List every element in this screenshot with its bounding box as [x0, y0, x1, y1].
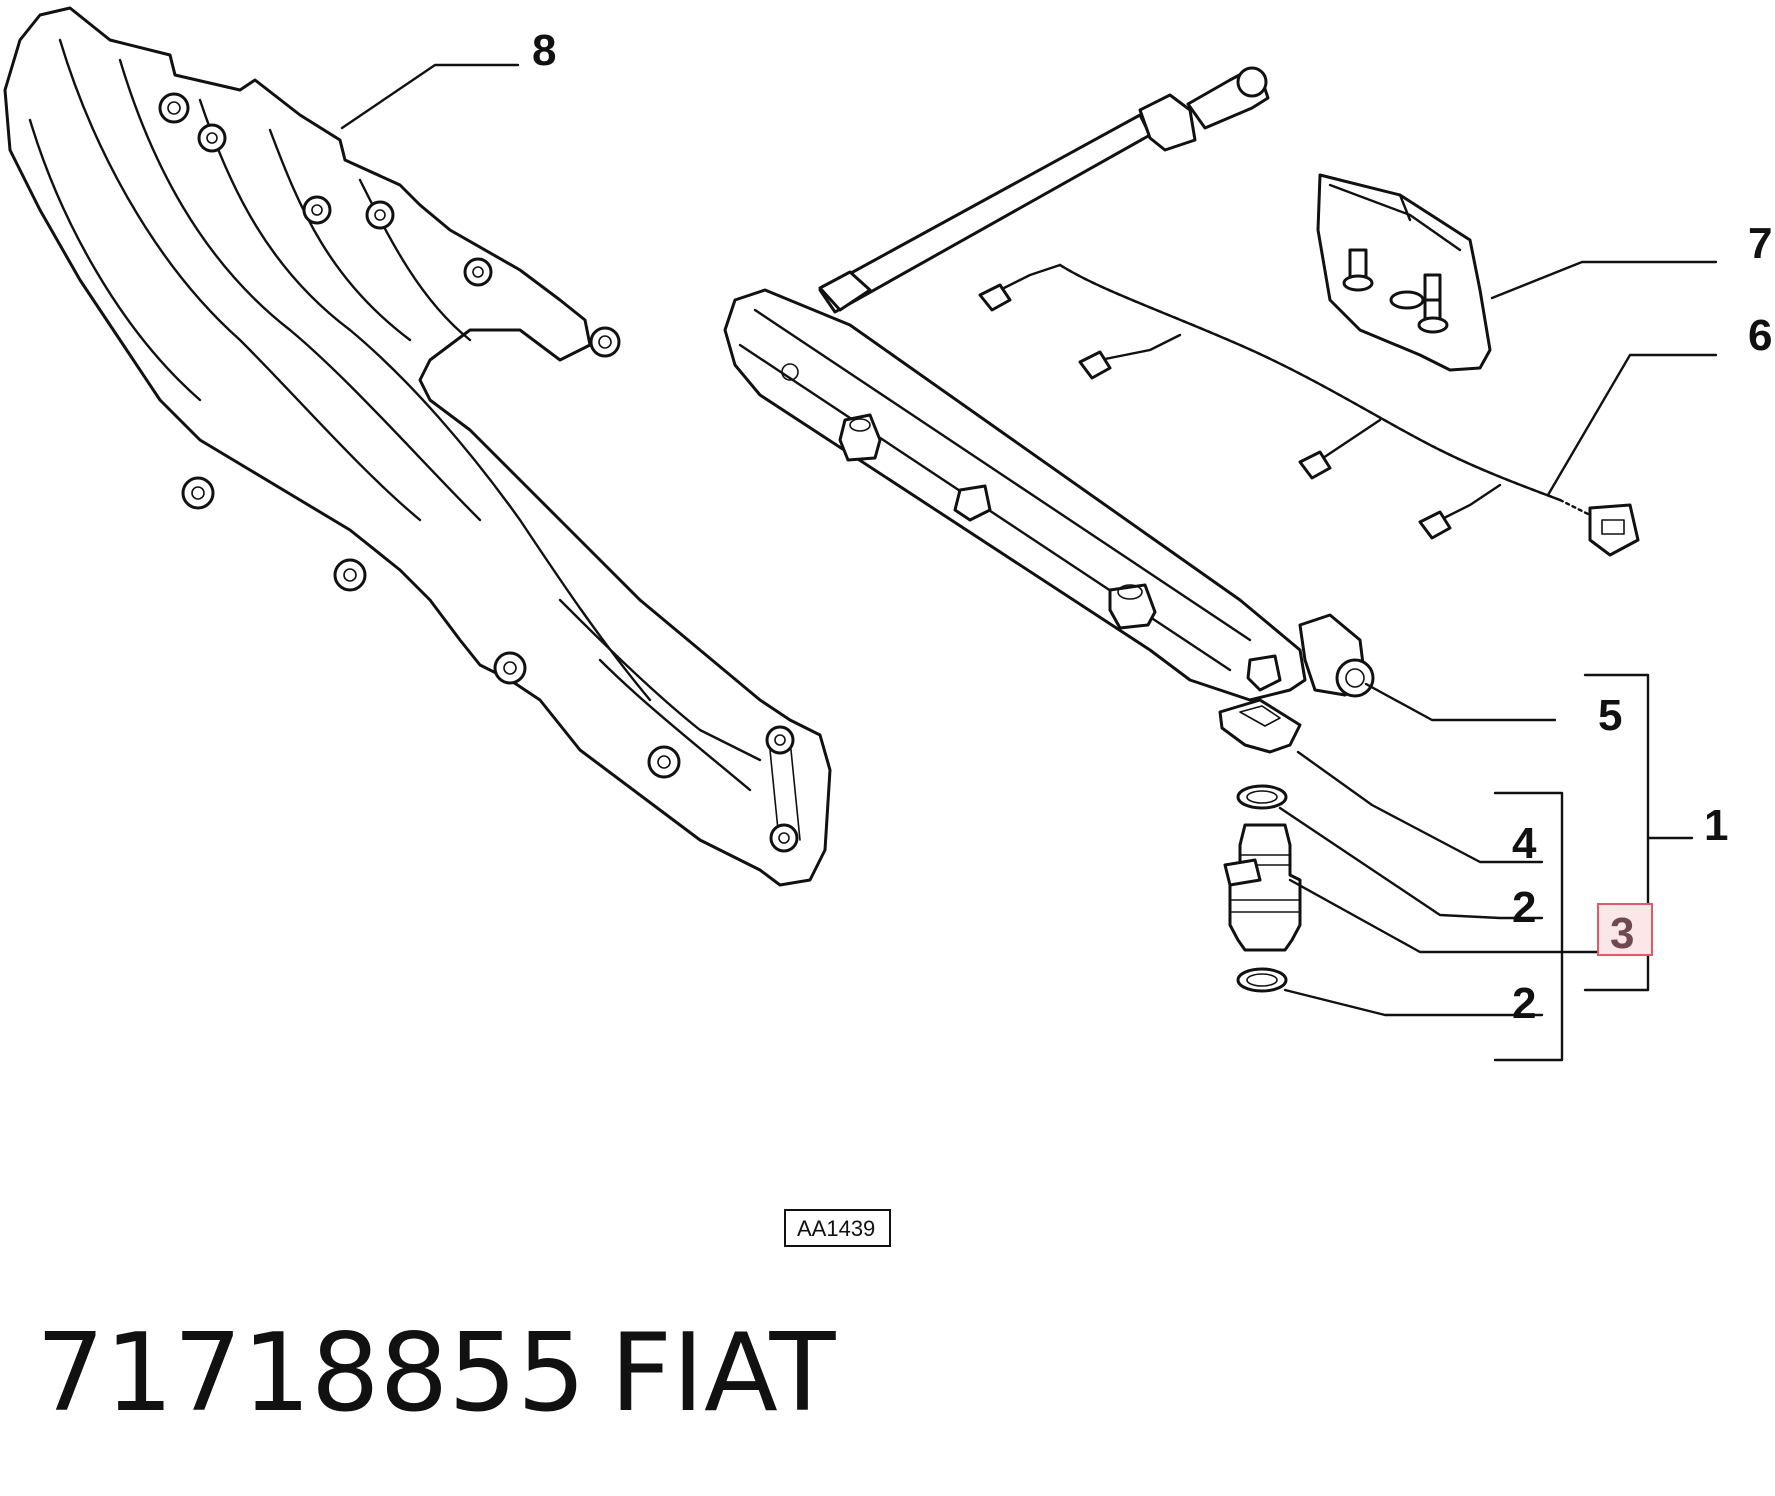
callout-5: 5 [1598, 691, 1622, 740]
harness-plugs [978, 283, 1452, 540]
bracket-bolts [1342, 248, 1449, 334]
brand-name: FIAT [610, 1311, 836, 1436]
intake-manifold-drawing [3, 6, 832, 887]
callout-3: 3 [1610, 909, 1634, 958]
part-number: 71718855 [36, 1311, 586, 1436]
injector-drawing [1223, 823, 1302, 952]
reference-code: AA1439 [797, 1216, 875, 1241]
bracket-drawing [1316, 173, 1492, 372]
callout-3-highlight [1597, 903, 1653, 956]
manifold-bolt-holes [158, 92, 799, 853]
fuel-rail-drawing [723, 66, 1375, 702]
callout-8: 8 [532, 26, 556, 75]
callout-4: 4 [1512, 819, 1537, 868]
callout-2-upper: 2 [1512, 883, 1536, 932]
reference-code-box: AA1439 [784, 1209, 891, 1247]
leader-lines [340, 63, 1718, 1062]
callout-7: 7 [1748, 219, 1772, 268]
callout-labels: 8 7 6 5 1 4 2 3 2 [532, 26, 1772, 1028]
callout-6: 6 [1748, 311, 1772, 360]
o-ring-drawings [1236, 784, 1288, 993]
clip-drawing [1218, 698, 1302, 754]
callout-2-lower: 2 [1512, 979, 1536, 1028]
wiring-harness-drawing [978, 263, 1640, 557]
callout-1: 1 [1704, 801, 1728, 850]
